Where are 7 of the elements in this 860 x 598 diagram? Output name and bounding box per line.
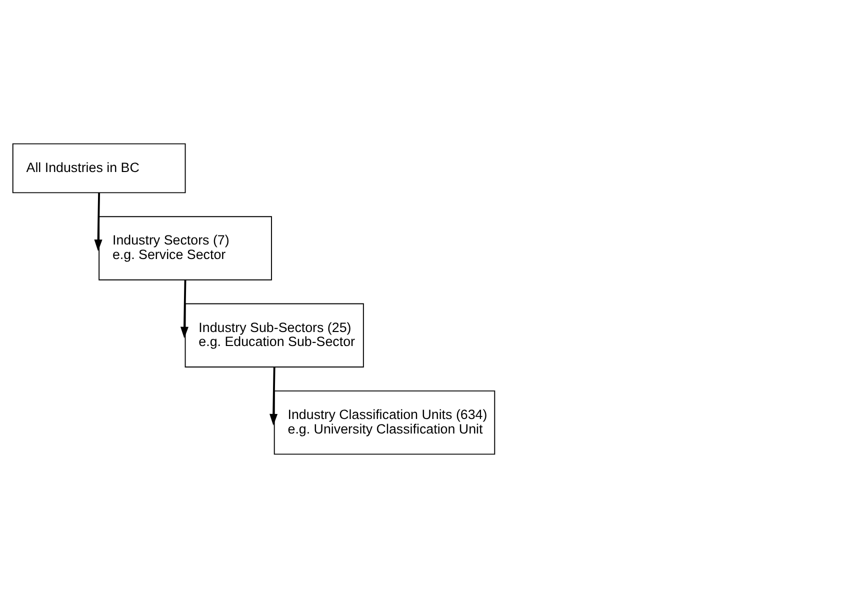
arrow: [270, 366, 278, 426]
arrow: [94, 192, 102, 252]
node-box: Industry Classification Units (634) e.g. University Classification Unit: [274, 390, 496, 455]
node-box: All Industries in BC: [12, 143, 186, 194]
node-box: Industry Sub-Sectors (25) e.g. Education Sub-Sector: [184, 303, 364, 368]
node-box: Industry Sectors (7) e.g. Service Sector: [98, 216, 272, 280]
arrow: [180, 280, 188, 338]
